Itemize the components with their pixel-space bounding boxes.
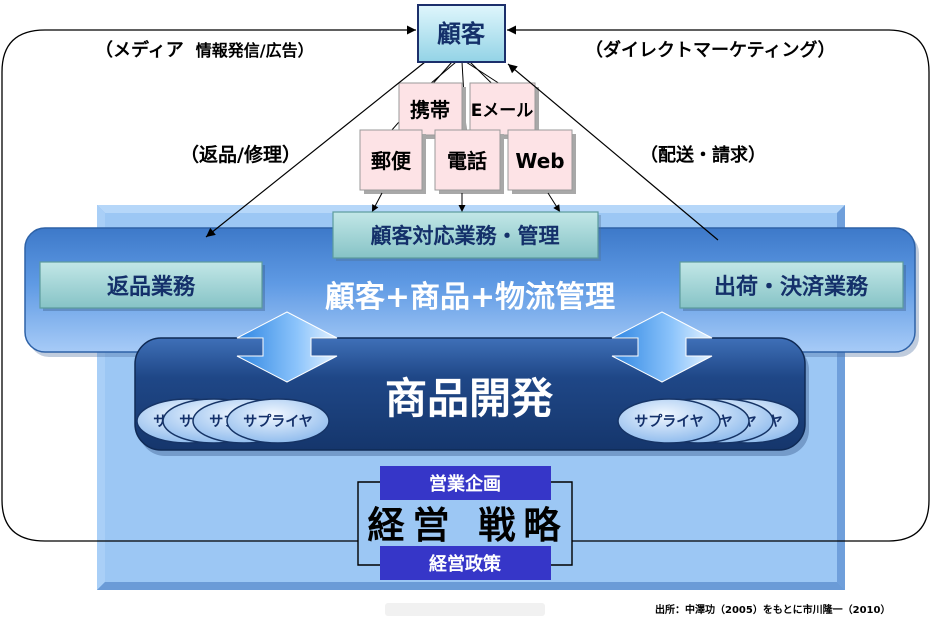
channel-box	[434, 129, 501, 191]
supplier-ellipse: サプライヤ	[617, 398, 721, 444]
customer-service-box	[332, 211, 599, 259]
right-double-arrow-icon	[611, 311, 713, 383]
media-label-sub: 情報発信/広告）	[196, 41, 314, 60]
customer-box: 顧客	[417, 4, 506, 63]
channel-email-box: Eメール	[469, 82, 539, 139]
management-strategy-title: 経営 戦略	[368, 504, 569, 547]
returns-label: 返品業務	[107, 274, 196, 300]
channel-phone-label: 電話	[447, 149, 487, 173]
channel-web-box: Web	[507, 129, 576, 194]
diagonal-flows	[205, 61, 719, 241]
channel-mobile-label: 携帯	[410, 98, 450, 122]
product-development-title: 商品開発	[385, 374, 554, 423]
supplier-ellipse-shape	[226, 398, 330, 444]
channel-phone-box: 電話	[434, 129, 504, 194]
returns-box	[39, 261, 263, 309]
customer-label: 顧客	[437, 20, 486, 48]
supplier-cluster-left: サプライヤ サプライヤ サプライヤ サプライヤ	[136, 398, 330, 444]
strategy-bracket-right	[551, 481, 573, 566]
channel-box	[507, 129, 573, 191]
channel-mail-label: 郵便	[371, 149, 412, 173]
supplier-cluster-right: サプライヤ サプライヤ サプライヤ サプライヤ	[617, 398, 800, 444]
customer-service-label: 顧客対応業務・管理	[371, 224, 560, 248]
channel-box	[359, 129, 423, 191]
delivery-billing-label: （配送・請求）	[640, 144, 766, 166]
channel-box	[398, 82, 463, 136]
media-label: （メディア情報発信/広告）	[95, 39, 314, 61]
channel-mail-box: 郵便	[359, 129, 426, 194]
delivery-billing-flow-line	[507, 63, 719, 241]
outer-loop	[1, 25, 930, 542]
integration-title: 顧客+商品+物流管理	[325, 280, 615, 315]
supplier-label: サプライヤ	[634, 414, 704, 430]
supplier-ellipse-shape	[617, 398, 721, 444]
channel-email-label: Eメール	[471, 101, 534, 121]
source-note: 出所：中澤功（2005）をもとに市川隆一（2010）	[655, 603, 890, 616]
supplier-label: サプライヤ	[243, 414, 313, 430]
strategy-brackets	[357, 481, 573, 566]
link-to-mobile	[429, 61, 457, 85]
returns-repair-label: （返品/修理）	[180, 143, 301, 166]
direct-marketing-label: （ダイレクトマーケティング）	[585, 39, 836, 61]
channel-box	[469, 82, 536, 136]
loop-left-media-line	[1, 25, 416, 542]
strategy-bracket-left	[357, 481, 380, 566]
customer-box-shape	[417, 4, 506, 63]
channel-to-service-arrows	[371, 192, 561, 213]
loop-right-direct-marketing-line	[507, 25, 930, 542]
main-panel-bevel-top	[97, 205, 845, 213]
channel-web-label: Web	[515, 149, 564, 173]
arrow-mail-to-service	[371, 192, 383, 213]
shipping-settlement-box	[679, 261, 904, 309]
main-panel-bevel-bottom	[97, 582, 845, 590]
sales-planning-label: 営業企画	[429, 473, 501, 495]
management-policy-box	[380, 546, 551, 580]
shipping-settlement-label: 出荷・決済業務	[714, 274, 869, 300]
reflection-smudge	[385, 603, 545, 616]
link-to-email	[465, 61, 501, 85]
sales-planning-box	[380, 466, 551, 500]
arrow-web-to-service	[547, 192, 561, 213]
management-policy-label: 経営政策	[429, 553, 502, 575]
returns-repair-flow-line	[205, 61, 426, 238]
supplier-ellipse: サプライヤ	[226, 398, 330, 444]
left-double-arrow-icon	[236, 311, 338, 383]
media-label-main: （メディア	[95, 39, 184, 61]
